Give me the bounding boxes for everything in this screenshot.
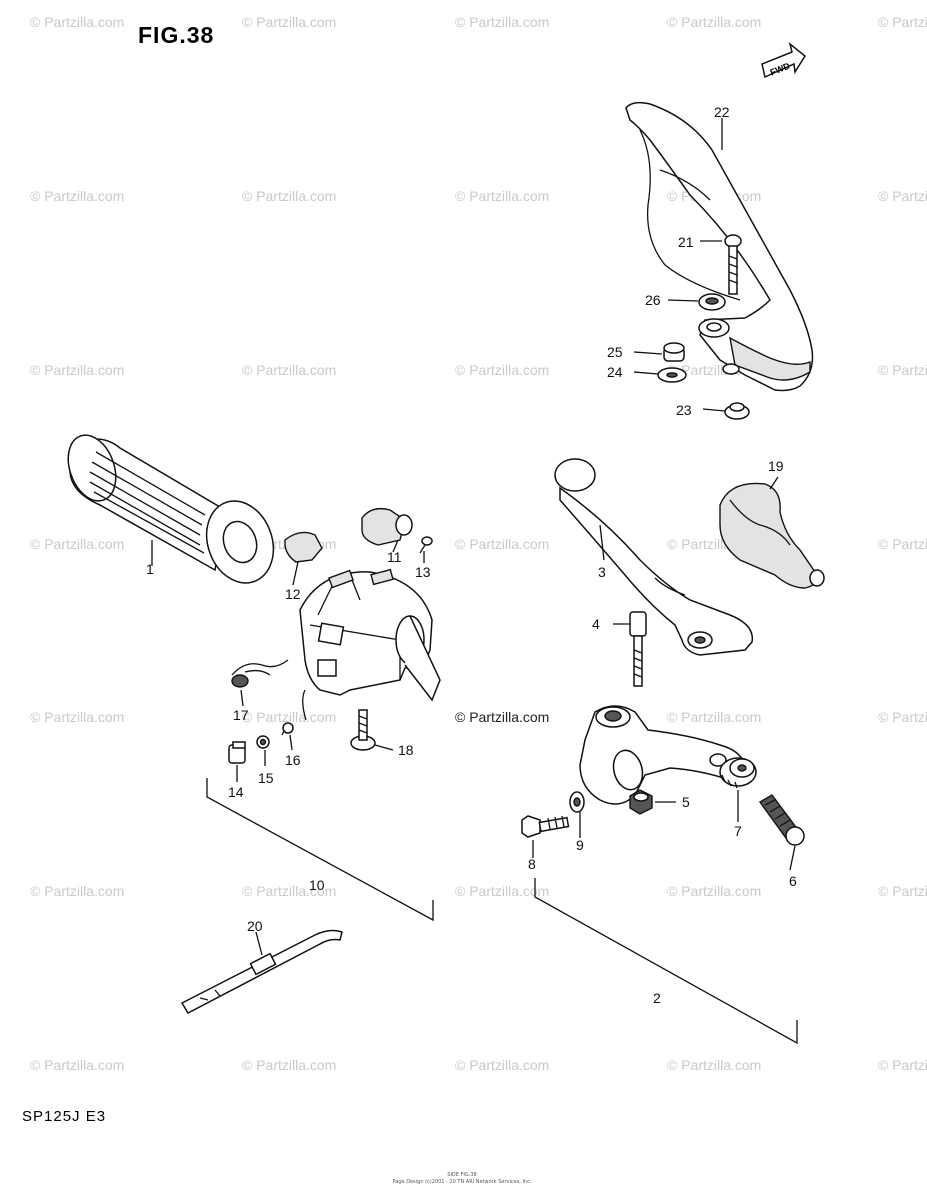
callout-2: 2	[653, 990, 661, 1006]
watermark: © Partzilla.com	[242, 1057, 337, 1073]
clutch-lever	[554, 458, 754, 656]
footer-line: Page Design (c)2001 - 20 TN ARI Network …	[392, 1179, 532, 1185]
callout-21: 21	[678, 234, 694, 250]
watermark: © Partzilla.com	[878, 362, 927, 378]
watermark: © Partzilla.com	[242, 883, 337, 899]
watermark: © Partzilla.com	[455, 883, 550, 899]
center-watermark: © Partzilla.com	[455, 709, 550, 725]
switch-knob-11	[361, 507, 413, 546]
screw-part-21	[724, 234, 742, 295]
callout-4: 4	[592, 616, 600, 632]
footer-line: SIDE FIG.38	[447, 1172, 477, 1178]
callout-13: 13	[415, 564, 431, 580]
nut-5	[629, 789, 653, 815]
watermark: © Partzilla.com	[30, 536, 125, 552]
watermark: © Partzilla.com	[242, 709, 337, 725]
model-code: SP125J E3	[22, 1108, 107, 1125]
watermark: © Partzilla.com	[667, 709, 762, 725]
callout-12: 12	[285, 586, 301, 602]
screw-13	[419, 536, 433, 554]
watermark: © Partzilla.com	[455, 362, 550, 378]
callout-16: 16	[285, 752, 301, 768]
assembly-bracket-10	[206, 778, 434, 922]
watermark: © Partzilla.com	[878, 188, 927, 204]
watermark: © Partzilla.com	[878, 883, 927, 899]
callout-14: 14	[228, 784, 244, 800]
watermark: © Partzilla.com	[455, 1057, 550, 1073]
callout-8: 8	[528, 856, 536, 872]
cable-strap-20	[180, 929, 343, 1014]
screw-18	[350, 709, 376, 751]
callout-1: 1	[146, 561, 154, 577]
lever-cover	[719, 482, 825, 589]
callout-22: 22	[714, 104, 730, 120]
callout-23: 23	[676, 402, 692, 418]
watermark: © Partzilla.com	[878, 1057, 927, 1073]
handlebar-switch	[299, 568, 441, 721]
callout-24: 24	[607, 364, 623, 380]
holder-14	[228, 741, 246, 764]
bush-25	[663, 342, 685, 362]
watermark: © Partzilla.com	[667, 14, 762, 30]
callout-15: 15	[258, 770, 274, 786]
callout-19: 19	[768, 458, 784, 474]
callout-7: 7	[734, 823, 742, 839]
screw-16	[281, 722, 294, 736]
watermark: © Partzilla.com	[30, 362, 125, 378]
callout-3: 3	[598, 564, 606, 580]
hand-guard	[625, 101, 814, 392]
switch-knob-12	[284, 531, 323, 563]
adjuster-screw-6	[758, 794, 805, 846]
callout-10: 10	[309, 877, 325, 893]
bolt-8	[521, 815, 570, 838]
lever-holder	[579, 705, 746, 805]
callout-20: 20	[247, 918, 263, 934]
callout-11: 11	[387, 549, 402, 565]
callout-5: 5	[682, 794, 690, 810]
callout-18: 18	[398, 742, 414, 758]
washer-9	[569, 791, 585, 813]
watermark: © Partzilla.com	[30, 14, 125, 30]
watermark: © Partzilla.com	[455, 14, 550, 30]
callout-25: 25	[607, 344, 623, 360]
watermark: © Partzilla.com	[30, 188, 125, 204]
watermark: © Partzilla.com	[242, 188, 337, 204]
watermark: © Partzilla.com	[30, 709, 125, 725]
watermark: © Partzilla.com	[455, 536, 550, 552]
watermark: © Partzilla.com	[878, 709, 927, 725]
adjuster-7	[719, 757, 757, 789]
callout-17: 17	[233, 707, 249, 723]
watermark: © Partzilla.com	[667, 1057, 762, 1073]
handlebar-grip	[67, 434, 275, 584]
washer-24	[657, 367, 687, 383]
figure-title: FIG.38	[138, 22, 215, 48]
page-footer: SIDE FIG.38 Page Design (c)2001 - 20 TN …	[372, 1172, 552, 1186]
watermark: © Partzilla.com	[242, 14, 337, 30]
rubber-washer-26	[698, 293, 730, 338]
callout-leaders	[151, 118, 796, 956]
assembly-bracket-2	[534, 878, 798, 1045]
watermark: © Partzilla.com	[30, 883, 125, 899]
fwd-arrow-icon: FWD	[761, 42, 806, 79]
watermark: © Partzilla.com	[878, 536, 927, 552]
watermark: © Partzilla.com	[242, 362, 337, 378]
watermark: © Partzilla.com	[455, 188, 550, 204]
watermark: © Partzilla.com	[878, 14, 927, 30]
callout-26: 26	[645, 292, 661, 308]
nut-23	[724, 402, 750, 420]
callout-9: 9	[576, 837, 584, 853]
wire-lead-17	[231, 659, 289, 688]
watermark: © Partzilla.com	[667, 883, 762, 899]
callout-6: 6	[789, 873, 797, 889]
nut-15	[256, 735, 270, 749]
watermark: © Partzilla.com	[30, 1057, 125, 1073]
pivot-bolt-4	[629, 611, 647, 687]
